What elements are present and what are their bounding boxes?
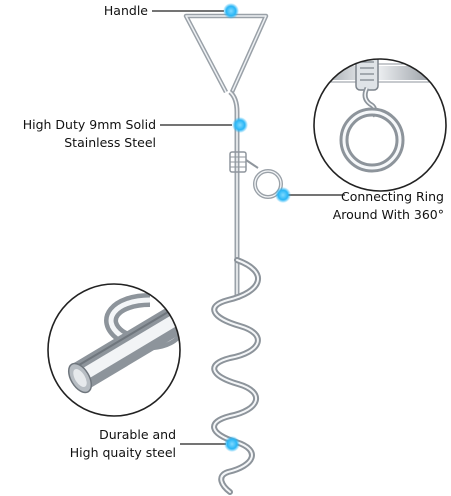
ring-closeup <box>314 59 446 191</box>
ring-label: Connecting Ring Around With 360° <box>332 189 444 222</box>
tip-closeup <box>48 284 180 416</box>
marker-dot <box>232 117 248 133</box>
marker-dot <box>275 187 291 203</box>
marker-dot <box>223 3 239 19</box>
steel-label: High Duty 9mm Solid Stainless Steel <box>22 117 156 150</box>
durable-label: Durable and High quaity steel <box>69 427 176 460</box>
handle-loop <box>183 13 269 94</box>
marker-dot <box>224 436 240 452</box>
handle-label: Handle <box>103 3 148 18</box>
